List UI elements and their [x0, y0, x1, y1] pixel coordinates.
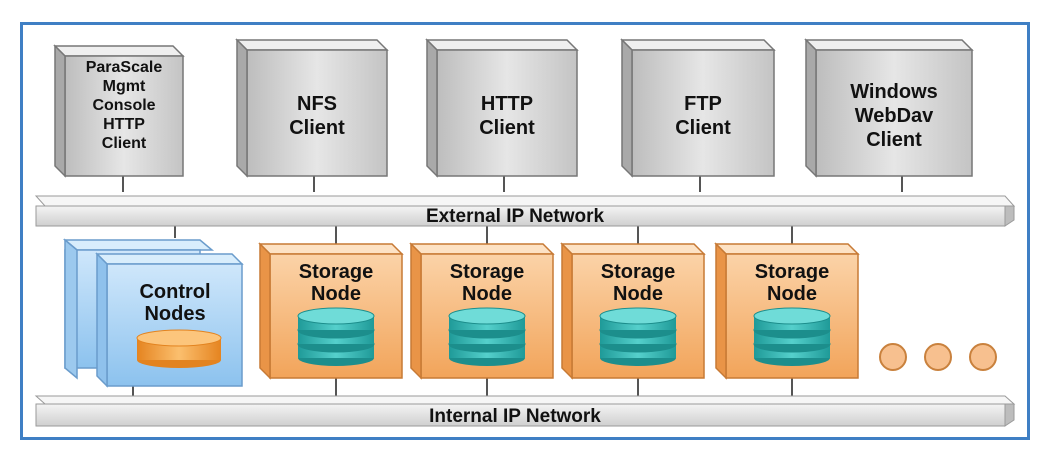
storage-node-label-line: Node: [767, 283, 817, 305]
external-network-label: External IP Network: [426, 206, 605, 227]
client-label-line: HTTP: [481, 93, 533, 115]
ellipsis-dot: [879, 343, 907, 371]
clients-layer: ParaScaleMgmtConsoleHTTPClientNFSClientH…: [53, 38, 974, 178]
client-label-line: Client: [102, 135, 147, 152]
storage-node-label-line: Storage: [755, 261, 829, 283]
client-label-line: Mgmt: [103, 78, 146, 95]
client-label-line: ParaScale: [86, 59, 163, 76]
internal-network-label: Internal IP Network: [429, 406, 601, 427]
client-label-line: NFS: [297, 93, 337, 115]
storage-node-label-line: Storage: [601, 261, 675, 283]
storage-node-label-line: Node: [613, 283, 663, 305]
storage-node-label-line: Storage: [450, 261, 524, 283]
storage-node-label-line: Node: [462, 283, 512, 305]
control-nodes: Control Nodes: [62, 238, 244, 388]
control-nodes-label-line-1: Control: [139, 281, 210, 303]
disk-stack-icon: [599, 307, 677, 366]
client-connectors: [122, 176, 903, 192]
client-label-line: Windows: [850, 81, 938, 103]
client-label-line: FTP: [684, 93, 722, 115]
internal-connectors: [132, 378, 793, 396]
more-nodes-ellipsis: [879, 343, 997, 371]
client-label-line: HTTP: [103, 116, 145, 133]
client-label-line: WebDav: [855, 105, 934, 127]
client-label-line: Client: [675, 117, 731, 139]
database-icon: [136, 329, 222, 368]
disk-stack-icon: [448, 307, 526, 366]
storage-node-label-line: Storage: [299, 261, 373, 283]
external-network-bar: External IP Network: [34, 195, 1016, 227]
disk-stack-icon: [753, 307, 831, 366]
storage-node-label-line: Node: [311, 283, 361, 305]
internal-network-bar: Internal IP Network: [34, 395, 1016, 427]
control-nodes-label-line-2: Nodes: [144, 303, 205, 325]
ellipsis-dot: [924, 343, 952, 371]
ellipsis-dot: [969, 343, 997, 371]
client-label-line: Client: [479, 117, 535, 139]
node-connectors: [174, 226, 793, 244]
client-label-line: Client: [866, 129, 922, 151]
storage-layer: StorageNodeStorageNodeStorageNodeStorage…: [258, 242, 860, 380]
client-label-line: Console: [92, 97, 155, 114]
client-label-line: Client: [289, 117, 345, 139]
disk-stack-icon: [297, 307, 375, 366]
